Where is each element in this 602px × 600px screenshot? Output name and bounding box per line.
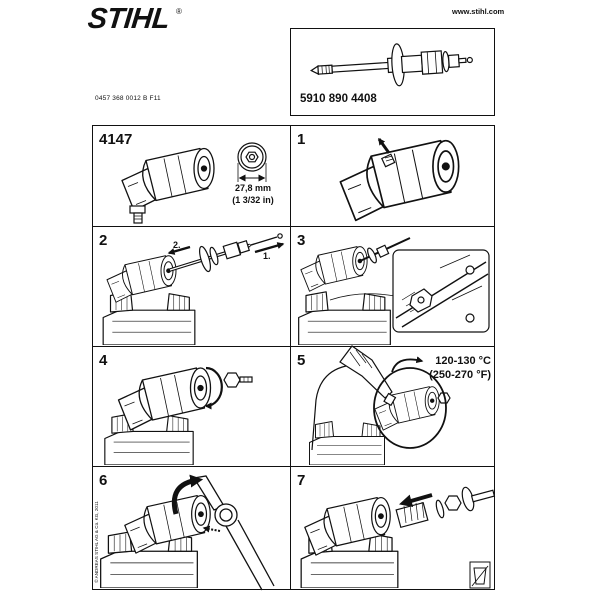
- step-label: 1: [297, 131, 306, 148]
- step-panel-4: 4: [92, 346, 291, 467]
- website-url: www.stihl.com: [452, 7, 505, 16]
- stihl-logo: STIHL: [86, 3, 171, 35]
- step-label: 7: [297, 472, 306, 489]
- step-label: 2: [99, 232, 108, 249]
- document-number: 0457 368 0012 B F11: [95, 95, 161, 102]
- step-panel-5: 5 120-130 °C (250-270 °F): [290, 346, 495, 467]
- step-label: 5: [297, 352, 306, 369]
- step-panel-1: 1: [290, 125, 495, 227]
- temperature-fahrenheit: (250-270 °F): [429, 369, 491, 381]
- registered-mark: ®: [176, 7, 182, 16]
- tool-part-number: 5910 890 4408: [300, 93, 377, 105]
- callout-first: 1.: [263, 251, 271, 261]
- step-panel-2: 2 2. 1.: [92, 226, 291, 347]
- step-label: 4: [99, 352, 108, 369]
- step-panel-6: 6: [92, 466, 291, 590]
- tool-box: 5910 890 4408: [290, 28, 495, 116]
- step-label: 3: [297, 232, 306, 249]
- callout-second: 2.: [173, 240, 181, 250]
- dimension-in: (1 3/32 in): [232, 195, 274, 205]
- copyright-notice: © ANDREAS STIHL AG & Co. KG, 2011: [94, 501, 99, 583]
- step-label: 4147: [99, 131, 133, 148]
- step-panel-7: 7: [290, 466, 495, 590]
- temperature-celsius: 120-130 °C: [435, 355, 491, 367]
- step-label: 6: [99, 472, 108, 489]
- dimension-mm: 27,8 mm: [234, 183, 272, 193]
- step-panel-3: 3: [290, 226, 495, 347]
- step-panel-4147: 4147 27,8 mm (1 3/32 in): [92, 125, 291, 227]
